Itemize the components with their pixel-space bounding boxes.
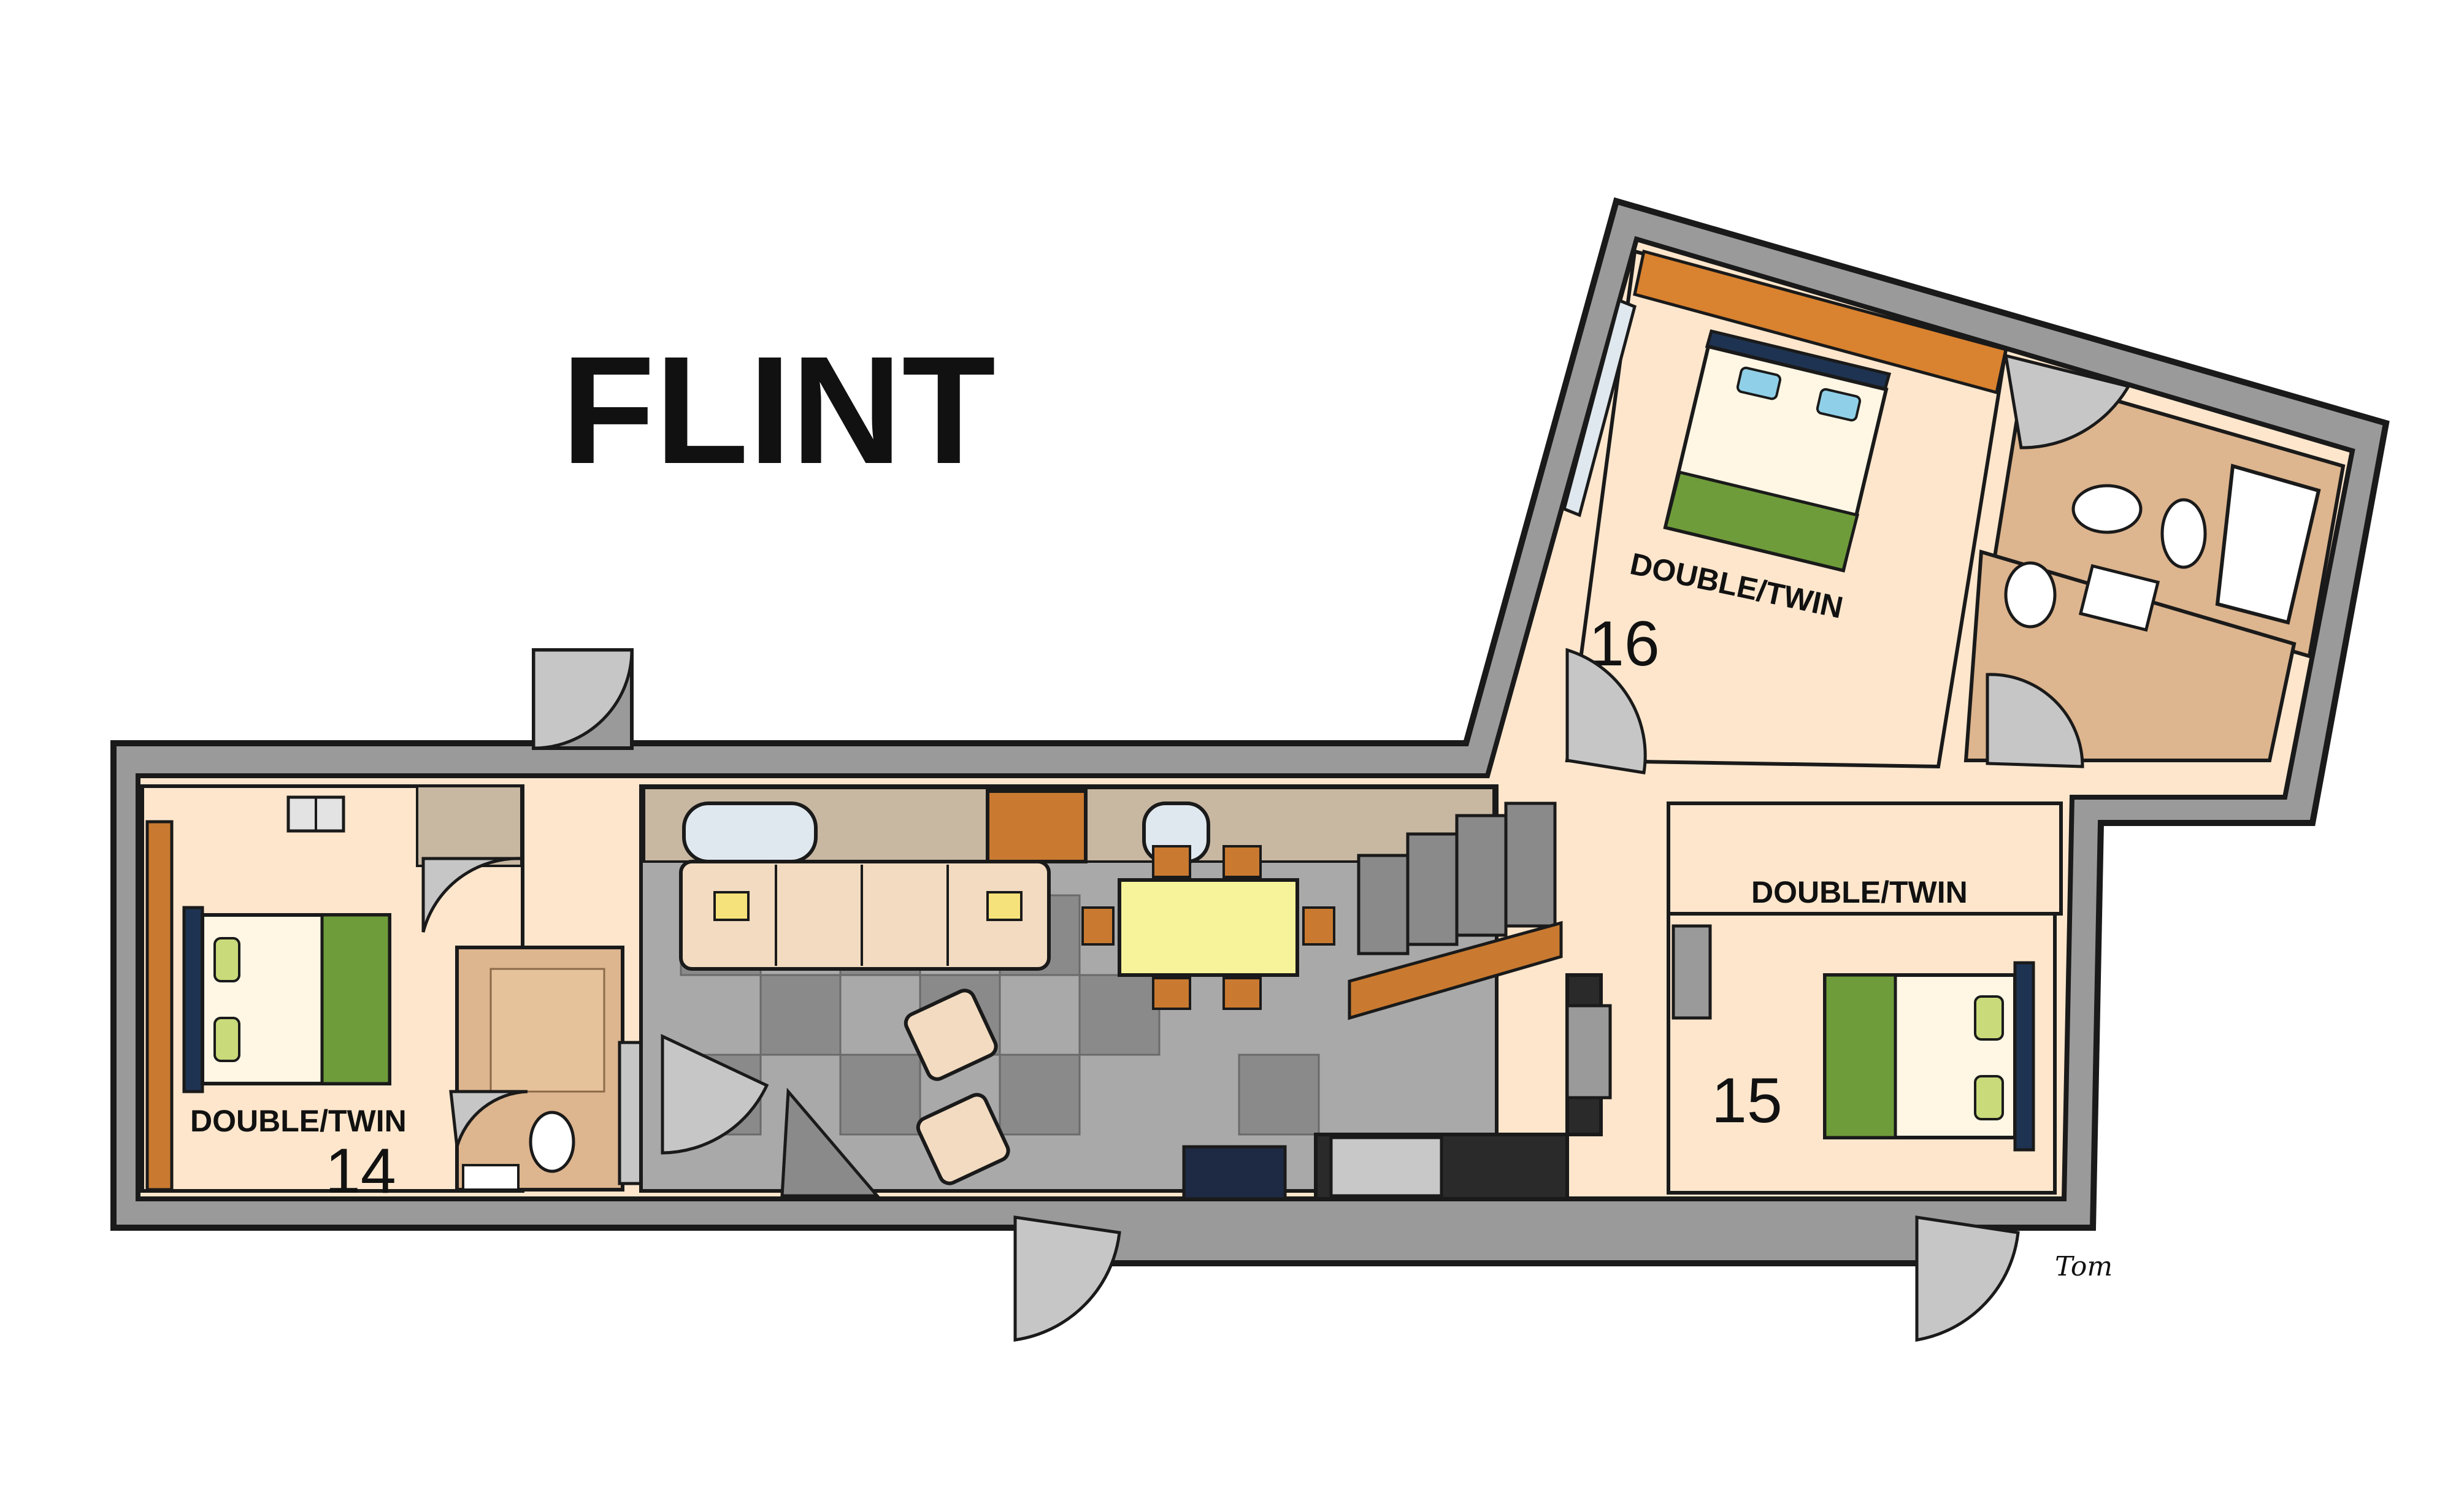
bed-cover [1823, 973, 1897, 1139]
sofa [679, 860, 1051, 971]
wardrobe [1633, 249, 2008, 395]
door-swing [421, 857, 522, 933]
doors [421, 353, 2131, 1342]
double-bed [182, 906, 391, 1093]
door-swing [2003, 353, 2131, 450]
armchair [916, 1093, 1010, 1185]
sink-icon [2078, 564, 2160, 632]
bedroom-16: DOUBLE/TWIN 16 [1562, 249, 2008, 769]
room-number: 14 [325, 1136, 396, 1207]
bathtub-icon [2215, 464, 2321, 625]
cupboard [1671, 924, 1712, 1020]
corner-cabinet [780, 1087, 881, 1198]
hob-icon [1565, 1004, 1612, 1100]
dining-table [1081, 845, 1335, 1010]
pillow [1816, 388, 1862, 422]
pillow [213, 1017, 240, 1062]
window-icon [1562, 298, 1637, 518]
pillow [213, 937, 240, 982]
toilet-icon [2160, 498, 2207, 569]
staircase [1348, 801, 1563, 1020]
stone-wall-panel [416, 785, 523, 867]
bed-cover [1663, 470, 1860, 573]
door-swing [1915, 1215, 2020, 1342]
room-type-label: DOUBLE/TWIN [1751, 875, 1968, 909]
headboard [182, 906, 204, 1093]
front-door-swing [1013, 1215, 1121, 1342]
double-bed [1663, 329, 1892, 573]
window-icon [682, 801, 818, 863]
shower-tray [489, 968, 605, 1093]
room-number: 15 [1711, 1065, 1783, 1136]
bin-icon [1182, 1145, 1287, 1201]
door-swing [1986, 673, 2084, 768]
pillow [1974, 1075, 2004, 1120]
double-bed [1823, 961, 2035, 1152]
pillow [1736, 366, 1782, 400]
sink-icon [462, 1164, 520, 1191]
living-area [639, 784, 1612, 1201]
cushion [713, 891, 750, 921]
headboard [2013, 961, 2035, 1152]
plan-title: FLINT [561, 324, 996, 495]
wardrobe [145, 820, 174, 1192]
sink-icon [2071, 484, 2143, 534]
bedroom-14: DOUBLE/TWIN 14 [140, 784, 524, 1207]
chair [1152, 845, 1191, 878]
chair [1222, 977, 1262, 1010]
chair [1302, 906, 1335, 946]
room-type-label: DOUBLE/TWIN [190, 1104, 407, 1138]
bathroom-14 [455, 946, 624, 1192]
chair [1222, 845, 1262, 878]
chair [1152, 977, 1191, 1010]
cushion [986, 891, 1023, 921]
artist-signature: Tom [2055, 1251, 2113, 1282]
sink-icon [1329, 1136, 1443, 1198]
door-swing [532, 648, 634, 750]
armchair [904, 989, 998, 1081]
bathroom-16 [1991, 372, 2346, 659]
kitchen [780, 973, 1612, 1201]
door-swing [661, 1034, 769, 1155]
door-swing [449, 1090, 528, 1147]
door-swing [1565, 648, 1647, 775]
chair [1081, 906, 1115, 946]
bed-cover [320, 913, 391, 1085]
bedroom-15: DOUBLE/TWIN 15 [1667, 801, 2063, 1195]
door-icon [986, 789, 1088, 863]
pillow [1974, 995, 2004, 1041]
toilet-icon [529, 1111, 575, 1173]
toilet-icon [2004, 561, 2057, 629]
